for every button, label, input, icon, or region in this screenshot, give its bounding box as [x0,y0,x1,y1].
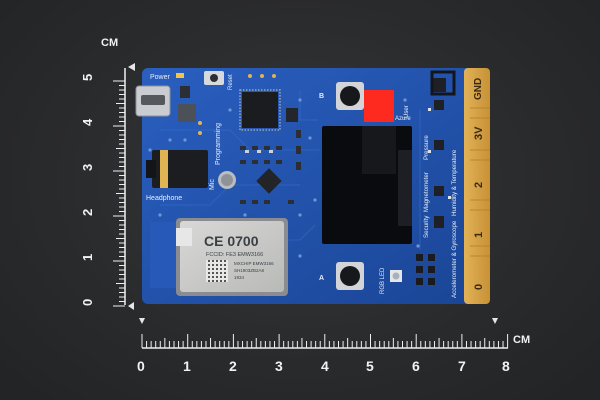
edge-pad-gnd: GND [473,78,484,100]
silk-pressure: Pressure [423,135,430,160]
via [228,108,232,112]
silk-power: Power [150,74,171,81]
via [148,148,152,152]
edge-connector [464,68,490,304]
edge-pad-0: 0 [473,284,485,290]
hruler-label-3: 3 [275,358,283,374]
hruler-label-0: 0 [137,358,145,374]
horizontal-ruler-unit: CM [513,334,530,346]
via [243,213,247,217]
hruler-label-2: 2 [229,358,237,374]
vruler-label-0: 0 [80,299,95,306]
via [183,138,187,142]
module-fcc: FCCID: FE3 EMW3166 [206,252,263,258]
via [298,213,302,217]
silk-button-b: B [319,93,324,100]
hruler-label-6: 6 [412,358,420,374]
via [313,198,317,202]
red-led [364,90,394,122]
module-line3: 1934 [234,275,245,280]
via [403,98,407,102]
silk-humidity-temperature: Humidity & Temperature [451,149,458,216]
via [298,254,302,258]
hruler-label-5: 5 [366,358,374,374]
hruler-label-7: 7 [458,358,466,374]
edge-pad-1: 1 [473,232,485,238]
vruler-label-1: 1 [80,254,95,261]
silk-user: User [404,105,410,118]
hruler-label-8: 8 [502,358,510,374]
horizontal-ruler: CM 0 1 2 3 4 5 6 7 8 [137,318,530,374]
silk-reset: Reset [228,74,234,90]
mcu-chip [242,92,278,128]
hruler-label-4: 4 [321,358,329,374]
module-line2: SH1903ZB2A8 [234,268,265,273]
vruler-label-2: 2 [80,209,95,216]
via [168,138,172,142]
via [298,98,302,102]
silk-security: Security [423,215,430,238]
silk-mic: Mic [209,179,216,190]
ruler-arrow-icon [128,63,135,71]
small-ic [178,104,196,122]
vruler-label-5: 5 [80,74,95,81]
silk-rgb-led: RGB LED [380,267,386,294]
edge-pad-3v: 3V [473,126,485,140]
edge-pad-2: 2 [473,182,485,188]
ruler-arrow-icon [492,318,498,324]
silk-azure: Azure [395,116,411,122]
silk-accelerometer-gyroscope: Accelerometer & Gyroscope [451,220,458,298]
vruler-label-4: 4 [80,118,95,126]
via [308,136,312,140]
sensor-chip [256,168,282,194]
vertical-ruler: CM 0 1 2 3 4 5 [80,37,135,310]
vertical-ruler-unit: CM [101,37,118,49]
silk-headphone: Headphone [146,195,182,202]
silk-magnetometer: Magnetometer [423,172,430,212]
devkit-board: GND 3V 2 1 0 Power Reset Programming Mic [135,68,490,304]
ruler-arrow-icon [128,302,134,310]
via [416,244,420,248]
hruler-label-1: 1 [183,358,191,374]
silk-programming: Programming [215,123,222,165]
silk-button-a: A [319,275,324,282]
module-line1: MXCHIP EMW3166 [234,261,274,266]
via [158,213,162,217]
vruler-label-3: 3 [80,164,95,171]
ruler-arrow-icon [139,318,145,324]
module-ce-mark: CE 0700 [204,233,259,249]
power-led [176,73,184,78]
qr-code [206,260,228,282]
